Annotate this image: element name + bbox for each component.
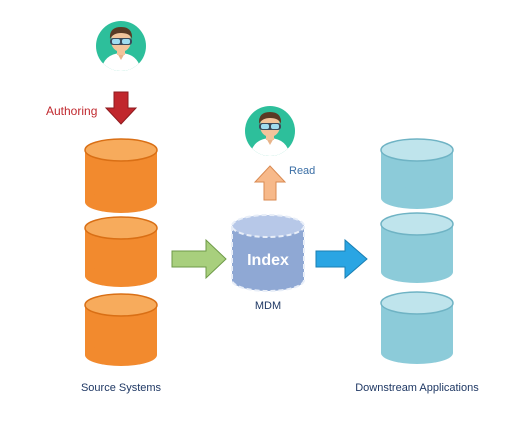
- source-database-3: [84, 293, 158, 366]
- index-label: Index: [247, 252, 289, 269]
- downstream-database-2: [380, 212, 454, 283]
- mdm-caption: MDM: [255, 300, 281, 312]
- downstream-database-1: [380, 138, 454, 209]
- reader-avatar-icon: [245, 106, 295, 157]
- to-downstream-arrow: [315, 238, 368, 280]
- read-arrow: [253, 165, 287, 201]
- to-index-arrow: [171, 238, 227, 280]
- authoring-label: Authoring: [46, 104, 97, 118]
- downstream-applications-caption: Downstream Applications: [355, 382, 479, 394]
- author-avatar-icon: [96, 21, 146, 72]
- authoring-arrow: [104, 91, 138, 125]
- read-label: Read: [289, 165, 315, 177]
- source-database-1: [84, 138, 158, 213]
- downstream-database-3: [380, 291, 454, 364]
- source-database-2: [84, 216, 158, 287]
- index-database: [231, 214, 305, 292]
- source-systems-caption: Source Systems: [81, 382, 162, 394]
